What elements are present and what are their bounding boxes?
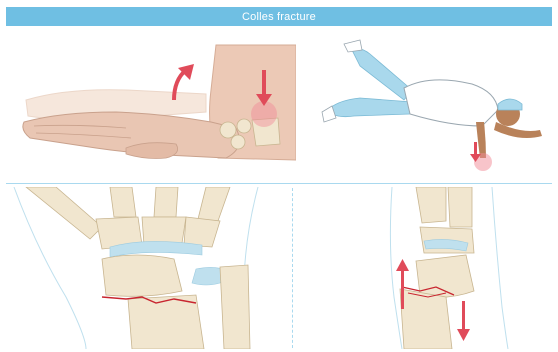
distal-radius-fragment xyxy=(102,255,182,296)
horizontal-divider xyxy=(6,183,552,184)
falling-person-illustration xyxy=(300,30,552,180)
hand-dorsiflexion-illustration xyxy=(6,30,296,180)
ulna xyxy=(220,265,250,349)
wrist-bones-front-illustration xyxy=(6,187,290,349)
wrist-bones-side-illustration xyxy=(296,187,552,349)
title-bar: Colles fracture xyxy=(6,7,552,26)
carpal-bone xyxy=(220,122,236,138)
shoe xyxy=(344,40,362,52)
torso xyxy=(404,80,498,126)
metacarpal xyxy=(416,187,446,223)
fracture-front-view-panel xyxy=(6,187,290,349)
skin-outline xyxy=(492,187,508,349)
impact-arrow-icon xyxy=(457,301,470,341)
arm xyxy=(476,122,486,158)
arm xyxy=(494,122,542,138)
fracture-side-view-panel xyxy=(296,187,552,349)
hand-dorsiflexion-panel xyxy=(6,30,296,180)
leg xyxy=(330,98,412,117)
metacarpal xyxy=(198,187,230,221)
cap xyxy=(498,99,522,110)
metacarpal xyxy=(448,187,472,227)
carpal-bone xyxy=(237,119,251,133)
carpal-bone xyxy=(184,217,220,247)
metacarpal xyxy=(154,187,178,217)
carpal-bone xyxy=(142,217,186,245)
diagram-title: Colles fracture xyxy=(242,11,316,23)
metacarpal xyxy=(110,187,136,217)
radius-shaft xyxy=(400,289,452,349)
joint-cartilage xyxy=(110,241,202,257)
thumb xyxy=(126,143,178,159)
carpal-bone xyxy=(231,135,245,149)
radius-shaft xyxy=(128,295,204,349)
fall-panel xyxy=(300,30,552,180)
leg xyxy=(352,49,412,100)
metacarpal xyxy=(26,187,102,239)
vertical-divider xyxy=(292,188,293,348)
